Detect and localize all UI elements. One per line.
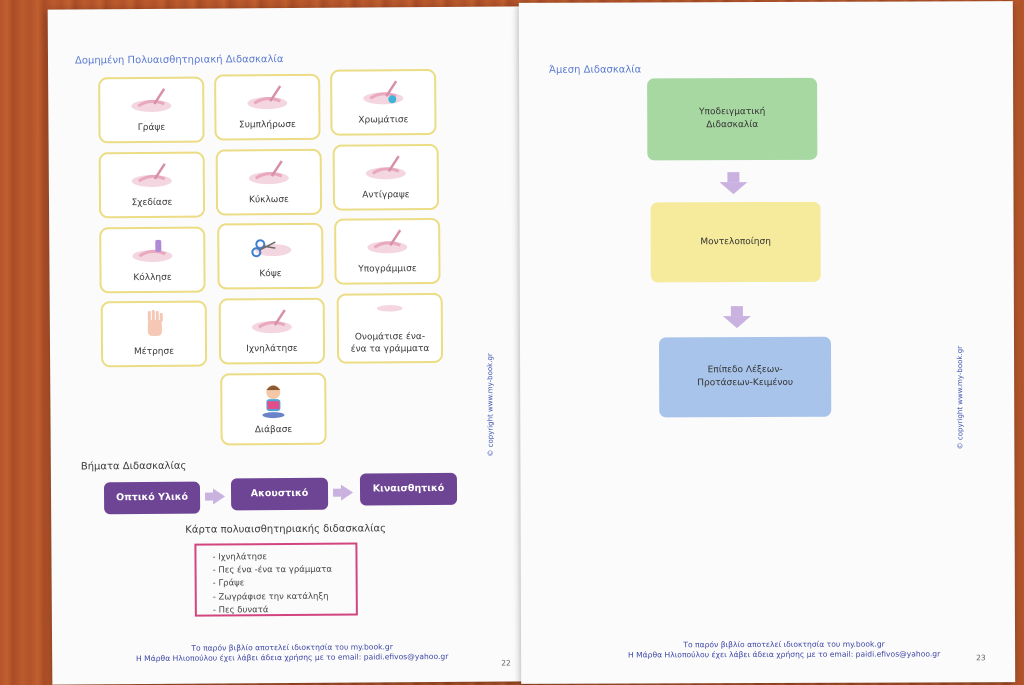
down-arrow-icon — [719, 182, 748, 195]
card-name-letters: Ονομάτισε ένα-ένα τα γράμματα — [336, 292, 444, 364]
copyright-note: © copyright www.my-book.gr — [486, 353, 495, 457]
step-arrow-icon — [340, 484, 354, 501]
hand-gluing-icon — [132, 239, 173, 262]
card-label: Ιχνηλάτησε — [246, 343, 298, 355]
down-arrow-icon — [722, 316, 751, 329]
footer-line: Η Μάρθα Ηλιοπούλου έχει λάβει άδεια χρήσ… — [136, 651, 449, 664]
hand-writing-icon — [131, 88, 172, 112]
step-arrow-icon — [212, 488, 226, 505]
footer-line: Η Μάρθα Ηλιοπούλου έχει λάβει άδεια χρήσ… — [627, 649, 941, 660]
hand-copying-icon — [365, 155, 406, 180]
card-circle: Κύκλωσε — [215, 148, 323, 216]
hand-underlining-icon — [367, 229, 408, 254]
flow-box-modeling: Μοντελοποίηση — [650, 201, 821, 283]
steps-title: Βήματα Διδασκαλίας — [80, 460, 187, 473]
child-reading-icon — [262, 385, 285, 419]
scissors-icon — [251, 239, 292, 258]
card-label: Μέτρησε — [133, 346, 175, 358]
flow-label: Επίπεδο Λέξεων-Προτάσεων-Κειμένου — [697, 364, 794, 389]
step-kinesthetic: Κιναισθητικό — [359, 472, 458, 506]
card-label: Γράψε — [137, 122, 166, 134]
hand-naming-icon — [376, 305, 403, 312]
hand-coloring-icon — [363, 80, 404, 105]
card-label: Αντίγραψε — [362, 190, 410, 201]
hand-drawing-icon — [131, 163, 172, 187]
card-label: Χρωμάτισε — [358, 115, 409, 126]
list-item: - Γράψε — [212, 578, 245, 589]
copyright-note: © copyright www.my-book.gr — [956, 345, 965, 450]
hand-writing-icon — [247, 85, 288, 110]
card-label: Υπογράμμισε — [358, 264, 417, 275]
list-item: - Ιχνηλάτησε — [212, 552, 267, 563]
hand-circling-icon — [248, 160, 289, 185]
flow-box-levels: Επίπεδο Λέξεων-Προτάσεων-Κειμένου — [658, 336, 832, 418]
card-label: Συμπλήρωσε — [238, 119, 296, 131]
card-label: Ονομάτισε ένα-ένα τα γράμματα — [350, 332, 430, 355]
card-label: Κύκλωσε — [249, 194, 289, 206]
card-trace: Ιχνηλάτησε — [218, 297, 326, 365]
right-page: Άμεση Διδασκαλία Υποδειγματική Διδασκαλί… — [518, 1, 1016, 684]
step-auditory: Ακουστικό — [230, 477, 329, 511]
card-write: Γράψε — [98, 76, 205, 144]
list-item: - Πες δυνατά — [212, 604, 269, 616]
card-color: Χρωμάτισε — [330, 68, 437, 136]
step-visual: Οπτικό Υλικό — [103, 481, 201, 515]
card-copy: Αντίγραψε — [332, 143, 440, 211]
card-title: Κάρτα πολυαισθητηριακής διδασκαλίας — [185, 523, 386, 536]
card-label: Κόψε — [259, 269, 282, 280]
flow-box-modeling-teaching: Υποδειγματική Διδασκαλία — [647, 77, 818, 161]
footer: Το παρόν βιβλίο αποτελεί ιδιοκτησία του … — [112, 642, 472, 665]
left-page-title: Δομημένη Πολυαισθητηριακή Διδασκαλία — [74, 54, 284, 67]
page-number: 23 — [976, 653, 986, 663]
footer: Το παρόν βιβλίο αποτελεί ιδιοκτησία του … — [599, 639, 969, 660]
list-item: - Πες ένα -ένα τα γράμματα — [212, 564, 333, 576]
card-read: Διάβασε — [220, 372, 327, 446]
counting-hand-icon — [147, 309, 163, 336]
right-page-title: Άμεση Διδασκαλία — [549, 64, 642, 76]
flow-label: Υποδειγματική Διδασκαλία — [699, 107, 766, 131]
card-underline: Υπογράμμισε — [334, 217, 441, 285]
list-item: - Ζωγράφισε την κατάληξη — [212, 591, 329, 603]
card-label: Κόλλησε — [133, 272, 172, 284]
card-count: Μέτρησε — [100, 300, 208, 368]
flow-label: Μοντελοποίηση — [700, 236, 771, 247]
card-label: Διάβασε — [254, 424, 293, 436]
card-glue: Κόλλησε — [99, 226, 206, 294]
hand-tracing-icon — [251, 309, 292, 334]
left-page: Δομημένη Πολυαισθητηριακή Διδασκαλία Γρά… — [47, 6, 531, 685]
page-number: 22 — [501, 658, 511, 668]
card-label: Σχεδίασε — [131, 197, 173, 209]
multisensory-card: - Ιχνηλάτησε - Πες ένα -ένα τα γράμματα … — [194, 542, 358, 617]
card-draw: Σχεδίασε — [98, 151, 206, 219]
card-cut: Κόψε — [217, 222, 324, 290]
card-complete: Συμπλήρωσε — [214, 73, 321, 141]
